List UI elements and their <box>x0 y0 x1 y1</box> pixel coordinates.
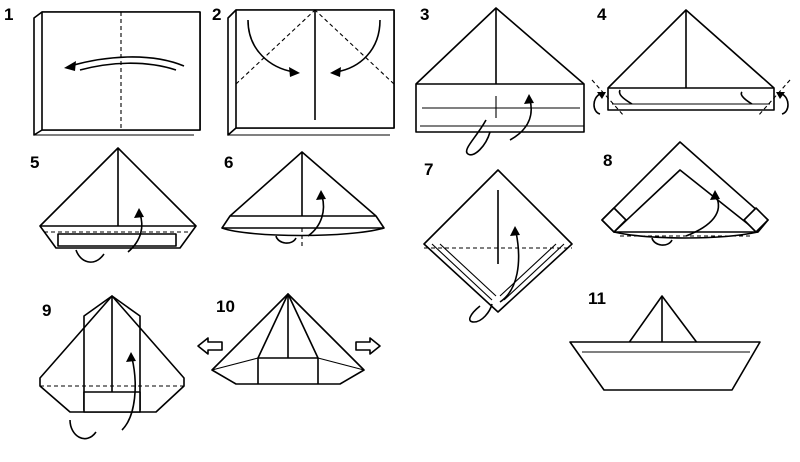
step-9-number: 9 <box>42 301 51 320</box>
step-2: 2 <box>212 5 395 136</box>
step-7-arrow-loop <box>468 303 493 323</box>
step-6-folded-paper <box>221 151 385 229</box>
step-6-fold-arrow <box>307 195 325 237</box>
step-4-left-corner-arrow <box>593 93 601 115</box>
step-1-arrow-head <box>64 61 76 71</box>
step-9-arrow-head <box>126 352 136 362</box>
step-5-fold-arrow-loop <box>75 249 105 263</box>
step-7: 7 <box>423 160 573 323</box>
step-7-number: 7 <box>424 160 433 179</box>
step-10-pull-left-arrow-icon <box>197 337 223 355</box>
step-8-bottom-curve <box>613 231 759 239</box>
step-4-folded-paper <box>607 9 775 111</box>
step-10-number: 10 <box>216 297 235 316</box>
step-2-left-arrow-head <box>289 67 300 77</box>
step-1-fold-arrow-curve-2 <box>79 62 177 71</box>
step-8-inner-triangle <box>613 169 759 233</box>
step-4-inner-right-arrow <box>740 91 753 105</box>
step-10: 10 <box>197 293 381 385</box>
step-2-left-fold-arrow <box>247 19 295 73</box>
step-4-right-corner-fold <box>757 79 791 117</box>
step-1-number: 1 <box>4 5 13 24</box>
step-3: 3 <box>415 5 585 156</box>
step-11-sail <box>627 295 699 345</box>
step-3-number: 3 <box>420 5 429 24</box>
step-4-inner-left-arrow <box>618 89 633 105</box>
step-7-fold-arrow <box>499 231 520 303</box>
step-9-bottom-flap <box>83 391 141 413</box>
step-3-fold-up-arrow <box>509 99 532 141</box>
step-8-left-corner <box>601 207 627 233</box>
step-11-number: 11 <box>588 289 606 308</box>
step-6-brim-bottom-curve <box>221 227 385 237</box>
step-4-number: 4 <box>597 5 607 24</box>
step-4-left-arrow-head <box>597 92 606 99</box>
step-8-outer-paper <box>601 141 769 233</box>
step-2-right-arrow-head <box>330 67 341 77</box>
step-6-arrow-loop <box>275 235 297 244</box>
step-8-fold-arrow <box>685 195 720 237</box>
step-5-inner-flap <box>57 233 177 247</box>
step-4-right-arrow-head <box>776 92 785 99</box>
step-10-left-layer <box>211 357 259 371</box>
step-11: 11 <box>569 289 761 391</box>
step-5-arrow-head <box>134 208 144 218</box>
step-8-arrow-loop <box>651 237 673 246</box>
step-5-number: 5 <box>30 153 39 172</box>
step-11-hull <box>569 341 761 391</box>
step-5: 5 <box>30 147 197 263</box>
step-7-left-layer <box>431 243 493 301</box>
step-6: 6 <box>221 151 385 246</box>
step-2-number: 2 <box>212 5 221 24</box>
step-2-right-fold-arrow <box>335 19 381 73</box>
step-9-fold-arrow <box>121 357 136 431</box>
step-8: 8 <box>601 141 769 246</box>
step-3-fold-up-arrow-loop <box>465 119 491 156</box>
step-8-number: 8 <box>603 151 612 170</box>
step-3-folded-paper <box>415 7 585 133</box>
step-7-right-layer <box>503 243 565 301</box>
step-9: 9 <box>39 295 185 440</box>
step-7-right-layer-2 <box>499 243 557 297</box>
step-6-number: 6 <box>224 153 233 172</box>
step-9-arrow-loop <box>69 419 97 440</box>
step-4: 4 <box>591 5 791 117</box>
step-4-left-corner-fold <box>591 79 625 117</box>
step-10-pull-right-arrow-icon <box>355 337 381 355</box>
step-7-arrow-head <box>510 226 520 236</box>
step-8-right-corner <box>743 207 769 233</box>
step-1: 1 <box>4 5 201 136</box>
step-6-arrow-head <box>316 190 326 200</box>
step-8-arrow-head <box>710 190 720 200</box>
step-7-left-layer-2 <box>439 243 497 297</box>
step-1-fold-arrow-curve <box>69 56 185 67</box>
step-10-right-layer <box>317 357 365 371</box>
step-4-right-corner-arrow <box>781 93 789 115</box>
step-3-arrow-head <box>524 94 534 104</box>
